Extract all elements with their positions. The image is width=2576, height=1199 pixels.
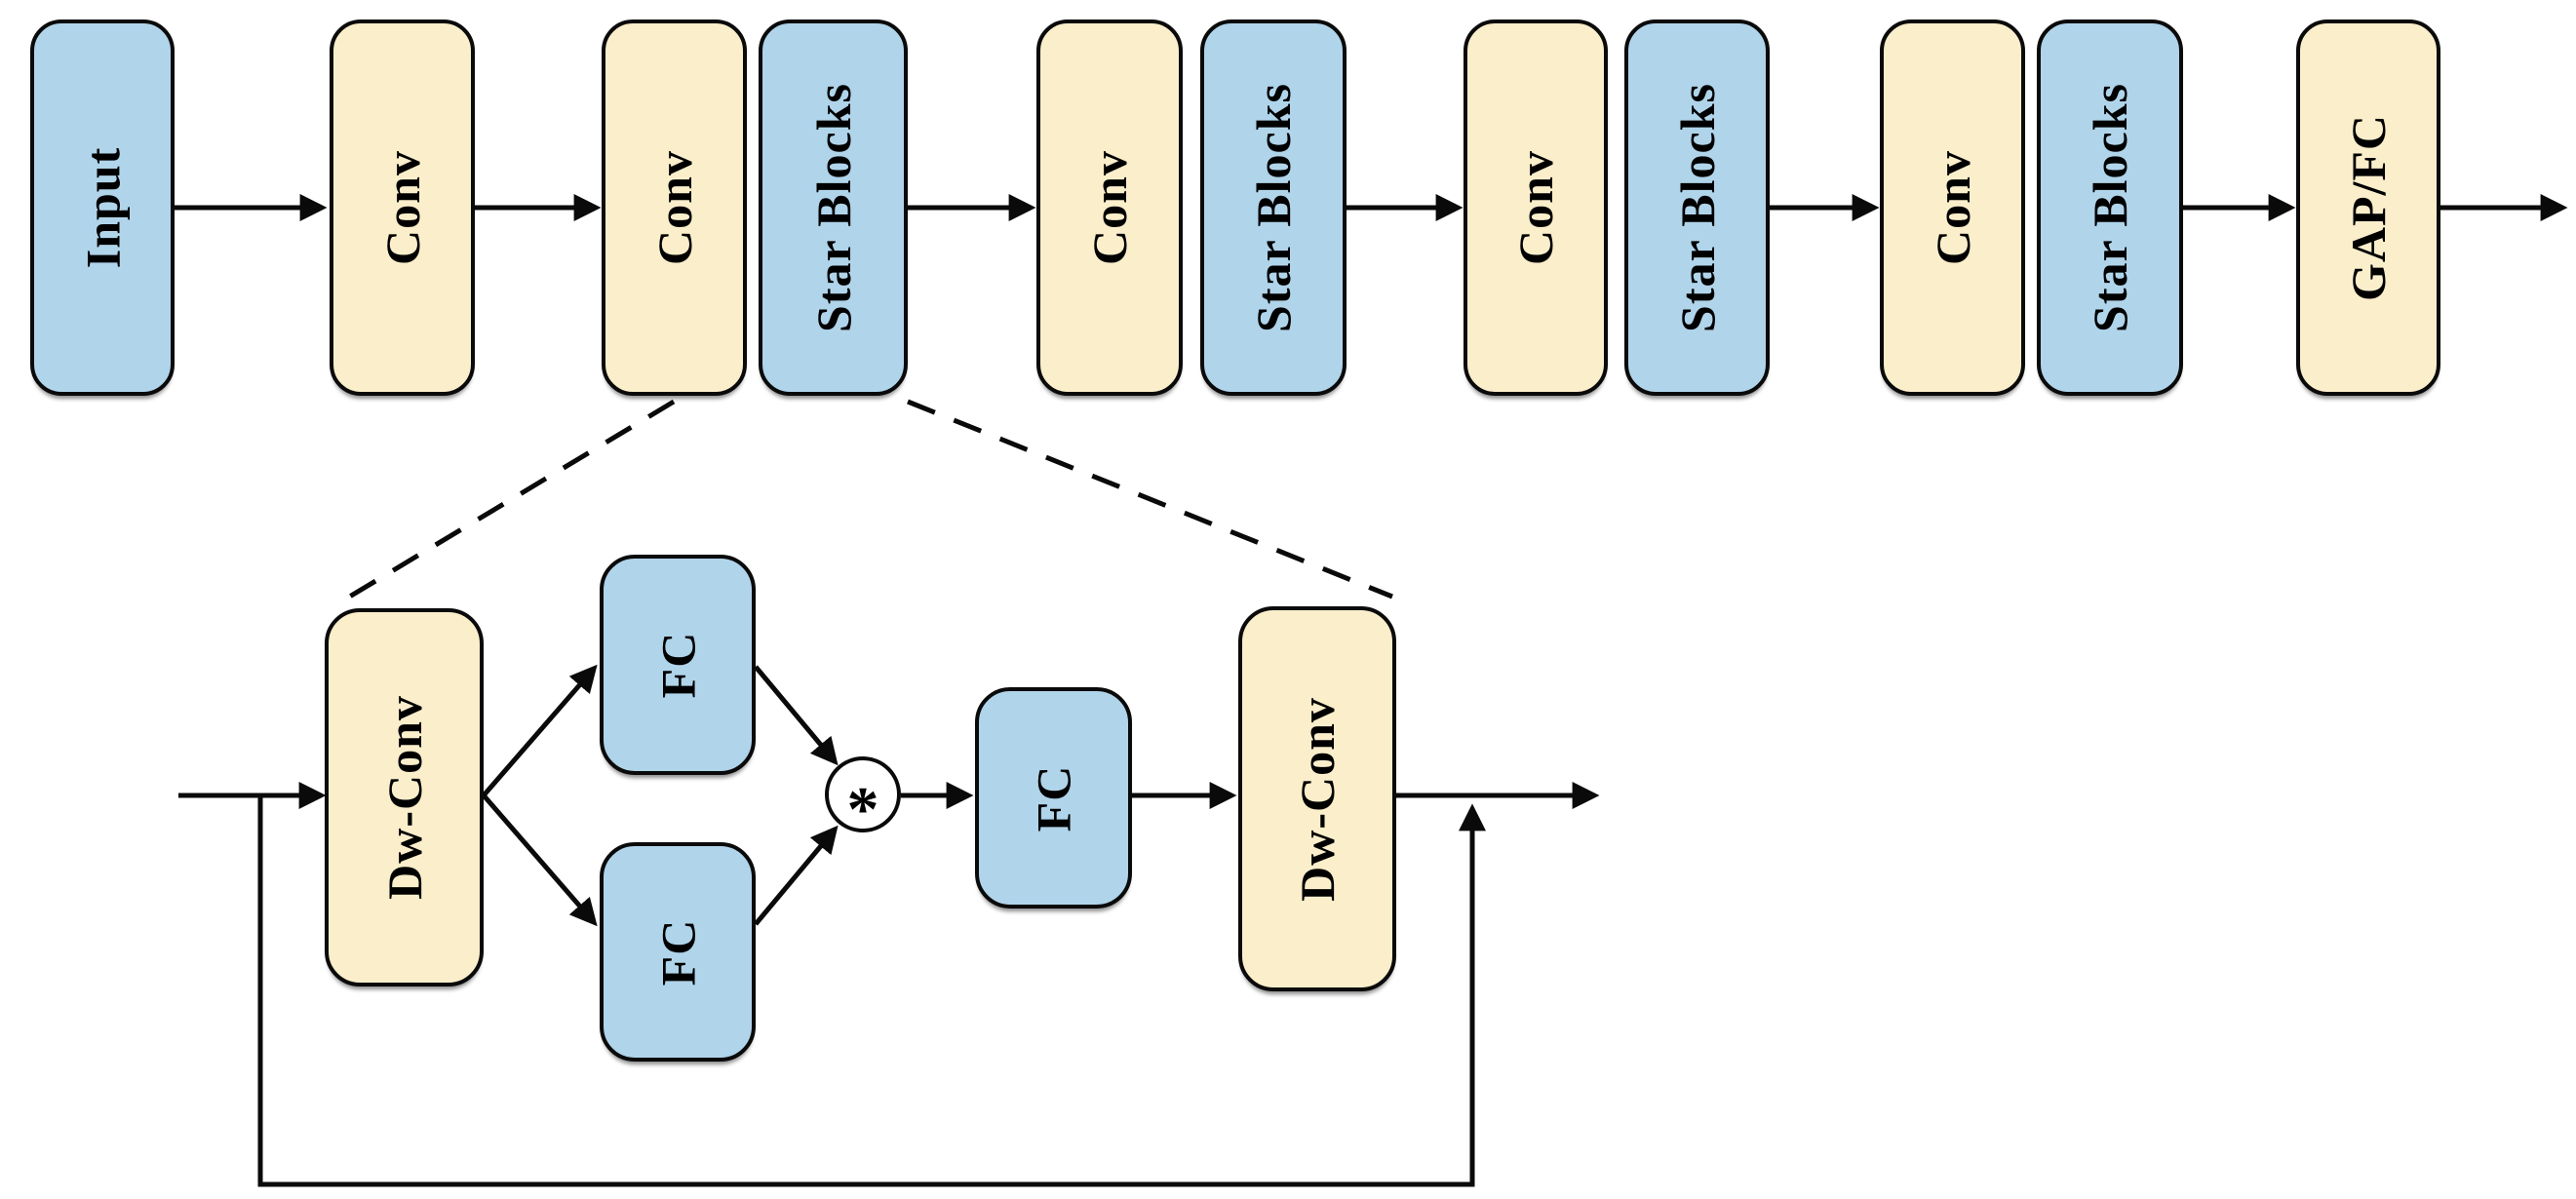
block-gap-fc-label: GAP/FC bbox=[2341, 113, 2396, 302]
arrow-fork-down bbox=[482, 793, 598, 927]
block-conv-stage3-label: Conv bbox=[1507, 150, 1563, 265]
detail-fc-bottom-label: FC bbox=[650, 918, 705, 986]
block-star-blocks-stage2: Star Blocks bbox=[1200, 19, 1347, 396]
block-star-blocks-stage4: Star Blocks bbox=[2037, 19, 2183, 396]
block-star-blocks-stage4-label: Star Blocks bbox=[2083, 83, 2138, 332]
detail-dw-conv-out-label: Dw-Conv bbox=[1290, 696, 1346, 902]
detail-block-fc-top: FC bbox=[600, 555, 756, 775]
arrow-fctop-to-multiply bbox=[754, 665, 839, 766]
block-star-blocks-stage1: Star Blocks bbox=[759, 19, 908, 396]
block-star-blocks-stage3: Star Blocks bbox=[1624, 19, 1770, 396]
detail-block-fc-bottom: FC bbox=[600, 842, 756, 1062]
block-conv-stem: Conv bbox=[330, 19, 475, 396]
block-gap-fc: GAP/FC bbox=[2296, 19, 2440, 396]
detail-block-fc-mid: FC bbox=[975, 687, 1132, 909]
block-star-blocks-stage3-label: Star Blocks bbox=[1669, 83, 1725, 332]
detail-dw-conv-in-label: Dw-Conv bbox=[376, 695, 432, 900]
detail-block-dw-conv-out: Dw-Conv bbox=[1238, 606, 1396, 991]
block-conv-stem-label: Conv bbox=[374, 150, 430, 265]
block-star-blocks-stage2-label: Star Blocks bbox=[1246, 83, 1302, 332]
detail-fc-mid-label: FC bbox=[1026, 764, 1081, 832]
block-conv-stage4-label: Conv bbox=[1925, 150, 1980, 265]
block-conv-stage2-label: Conv bbox=[1081, 150, 1137, 265]
skip-connection-line bbox=[257, 795, 1486, 1187]
block-conv-stage3: Conv bbox=[1464, 19, 1608, 396]
detail-fc-top-label: FC bbox=[650, 631, 705, 699]
block-conv-stage2: Conv bbox=[1036, 19, 1183, 396]
block-conv-stage1-label: Conv bbox=[646, 150, 702, 265]
multiply-operator-circle: * bbox=[825, 756, 901, 842]
dashed-expand-left-line bbox=[341, 399, 676, 603]
block-conv-stage1: Conv bbox=[602, 19, 747, 396]
detail-block-dw-conv-in: Dw-Conv bbox=[325, 608, 484, 986]
arrow-fcbottom-to-multiply bbox=[754, 825, 839, 926]
block-star-blocks-stage1-label: Star Blocks bbox=[805, 83, 861, 332]
block-input: Input bbox=[30, 19, 175, 396]
dashed-expand-right-line bbox=[907, 399, 1393, 600]
block-input-label: Input bbox=[75, 146, 130, 269]
block-conv-stage4: Conv bbox=[1880, 19, 2025, 396]
arrow-fork-up bbox=[482, 664, 598, 797]
